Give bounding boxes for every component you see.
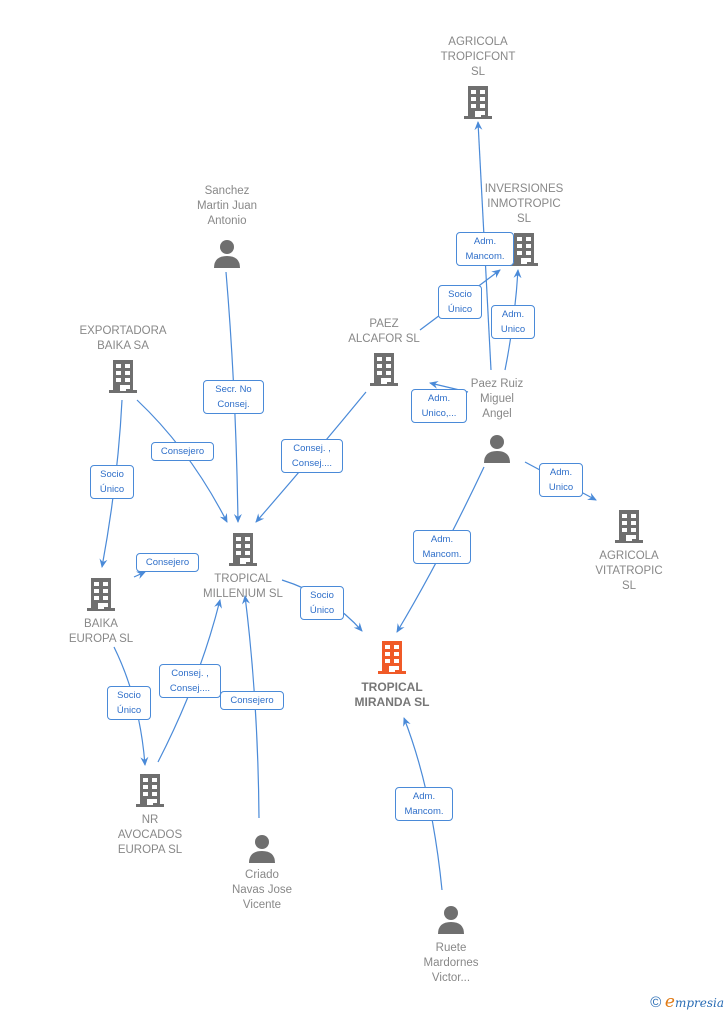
building-icon-agricola-tropicfont[interactable] bbox=[461, 84, 495, 120]
node-name: Paez Ruiz Miguel Angel bbox=[470, 378, 524, 420]
node-label-exportadora-baika[interactable]: EXPORTADORA BAIKA SA bbox=[63, 324, 183, 354]
person-icon-sanchez-martin[interactable] bbox=[212, 238, 242, 268]
edge-label[interactable]: Adm. Unico bbox=[539, 463, 583, 497]
node-name: AGRICOLA VITATROPIC SL bbox=[595, 550, 663, 592]
edge-label[interactable]: Adm. Mancom. bbox=[395, 787, 453, 821]
edge-baika-europa-to-tropical-millenium bbox=[133, 571, 146, 579]
building-icon-tropical-miranda[interactable] bbox=[375, 639, 409, 675]
node-name: TROPICAL MIRANDA SL bbox=[354, 680, 430, 709]
node-label-agricola-vitatropic[interactable]: AGRICOLA VITATROPIC SL bbox=[569, 549, 689, 594]
empresia-brand[interactable]: © empresia bbox=[650, 992, 724, 1012]
edge-label[interactable]: Adm. Mancom. bbox=[413, 530, 471, 564]
node-name: PAEZ ALCAFOR SL bbox=[348, 318, 420, 345]
edge-label[interactable]: Consej. , Consej.... bbox=[159, 664, 221, 698]
building-icon-tropical-millenium[interactable] bbox=[226, 531, 260, 567]
node-name: EXPORTADORA BAIKA SA bbox=[79, 325, 167, 352]
node-label-sanchez-martin[interactable]: Sanchez Martin Juan Antonio bbox=[167, 184, 287, 229]
node-name: AGRICOLA TROPICFONT SL bbox=[440, 36, 516, 78]
node-label-tropical-millenium[interactable]: TROPICAL MILLENIUM SL bbox=[183, 572, 303, 602]
node-name: BAIKA EUROPA SL bbox=[68, 618, 134, 645]
edge-label[interactable]: Consejero bbox=[220, 691, 284, 710]
node-label-criado-navas[interactable]: Criado Navas Jose Vicente bbox=[202, 868, 322, 913]
edge-label[interactable]: Secr. No Consej. bbox=[203, 380, 264, 414]
edge-label[interactable]: Adm. Unico,... bbox=[411, 389, 467, 423]
person-icon-paez-ruiz[interactable] bbox=[482, 433, 512, 463]
node-label-inversiones-inmotropic[interactable]: INVERSIONES INMOTROPIC SL bbox=[464, 182, 584, 227]
brand-initial: e bbox=[664, 992, 675, 1012]
edge-label[interactable]: Consejero bbox=[136, 553, 199, 572]
edge-label[interactable]: Consejero bbox=[151, 442, 214, 461]
building-icon-paez-alcafor[interactable] bbox=[367, 351, 401, 387]
edge-label[interactable]: Adm. Unico bbox=[491, 305, 535, 339]
edge-exportadora-baika-to-tropical-millenium bbox=[136, 399, 228, 523]
edge-label[interactable]: Socio Único bbox=[438, 285, 482, 319]
copyright-symbol: © bbox=[650, 994, 662, 1011]
building-icon-nr-avocados[interactable] bbox=[133, 772, 167, 808]
node-label-ruete-mardornes[interactable]: Ruete Mardornes Victor... bbox=[391, 941, 511, 986]
node-name: Criado Navas Jose Vicente bbox=[231, 869, 293, 911]
building-icon-inversiones-inmotropic[interactable] bbox=[507, 231, 541, 267]
edge-label[interactable]: Socio Único bbox=[90, 465, 134, 499]
node-label-paez-ruiz[interactable]: Paez Ruiz Miguel Angel bbox=[437, 377, 557, 422]
edge-label[interactable]: Consej. , Consej.... bbox=[281, 439, 343, 473]
node-label-tropical-miranda[interactable]: TROPICAL MIRANDA SL bbox=[332, 680, 452, 710]
node-label-nr-avocados[interactable]: NR AVOCADOS EUROPA SL bbox=[90, 813, 210, 858]
brand-name: mpresia bbox=[674, 996, 724, 1010]
node-name: TROPICAL MILLENIUM SL bbox=[203, 573, 283, 600]
edge-label[interactable]: Adm. Mancom. bbox=[456, 232, 514, 266]
building-icon-exportadora-baika[interactable] bbox=[106, 358, 140, 394]
node-name: INVERSIONES INMOTROPIC SL bbox=[484, 183, 564, 225]
node-name: Sanchez Martin Juan Antonio bbox=[196, 185, 258, 227]
building-icon-baika-europa[interactable] bbox=[84, 576, 118, 612]
building-icon-agricola-vitatropic[interactable] bbox=[612, 508, 646, 544]
edge-label[interactable]: Socio Único bbox=[300, 586, 344, 620]
edge-label[interactable]: Socio Único bbox=[107, 686, 151, 720]
node-label-baika-europa[interactable]: BAIKA EUROPA SL bbox=[41, 617, 161, 647]
node-name: Ruete Mardornes Victor... bbox=[423, 942, 479, 984]
node-name: NR AVOCADOS EUROPA SL bbox=[117, 814, 183, 856]
person-icon-ruete-mardornes[interactable] bbox=[436, 904, 466, 934]
person-icon-criado-navas[interactable] bbox=[247, 833, 277, 863]
node-label-paez-alcafor[interactable]: PAEZ ALCAFOR SL bbox=[324, 317, 444, 347]
node-label-agricola-tropicfont[interactable]: AGRICOLA TROPICFONT SL bbox=[418, 35, 538, 80]
